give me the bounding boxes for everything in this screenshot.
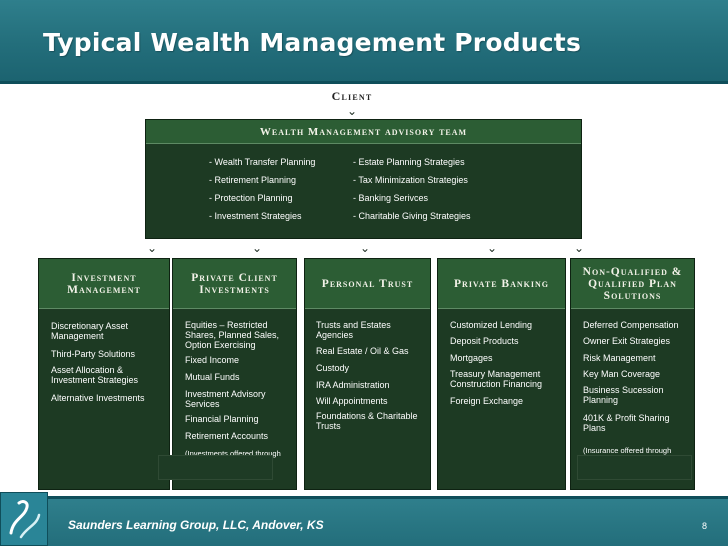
column-item: Mortgages	[450, 353, 493, 363]
note-overlay	[577, 455, 692, 480]
column-item: Foundations & Charitable Trusts	[316, 411, 418, 431]
column-item: Equities – Restricted Shares, Planned Sa…	[185, 320, 280, 350]
column-item: Financial Planning	[185, 414, 259, 424]
page-number: 8	[702, 521, 708, 531]
column-item: IRA Administration	[316, 380, 390, 390]
column-item: Third-Party Solutions	[51, 349, 136, 359]
team-item: - Tax Minimization Strategies	[353, 175, 468, 185]
column-item: Foreign Exchange	[450, 396, 524, 406]
column-item: Treasury Management Construction Financi…	[450, 369, 543, 389]
column-item: Asset Allocation & Investment Strategies	[51, 365, 139, 385]
swirl-logo-icon	[9, 500, 41, 539]
column-item: Will Appointments	[316, 396, 388, 406]
column-private-banking: Private Banking Customized Lending Depos…	[437, 258, 566, 490]
team-item: - Retirement Planning	[209, 175, 297, 185]
column-item: Customized Lending	[450, 320, 533, 330]
column-item: Key Man Coverage	[583, 369, 661, 379]
column-item: Retirement Accounts	[185, 431, 269, 441]
arrow-down-icon: ⌄	[573, 241, 585, 255]
column-item: Risk Management	[583, 353, 656, 363]
slide-header: Typical Wealth Management Products	[0, 0, 728, 84]
slide-footer: Saunders Learning Group, LLC, Andover, K…	[48, 496, 728, 546]
column-item: Mutual Funds	[185, 372, 240, 382]
column-item: Business Sucession Planning	[583, 385, 664, 405]
arrow-down-icon: ⌄	[486, 241, 498, 255]
team-item: - Banking Serivces	[353, 193, 429, 203]
arrow-down-icon: ⌄	[359, 241, 371, 255]
logo	[0, 492, 48, 546]
advisory-team-header: Wealth Management advisory team	[146, 120, 581, 144]
column-header: Private Client Investments	[173, 259, 296, 309]
column-item: Owner Exit Strategies	[583, 336, 671, 346]
column-item: Discretionary Asset Management	[51, 321, 129, 341]
client-label: Client	[331, 89, 373, 103]
column-item: Deferred Compensation	[583, 320, 679, 330]
team-item: - Wealth Transfer Planning	[209, 157, 316, 167]
column-item: Fixed Income	[185, 355, 240, 365]
footer-text: Saunders Learning Group, LLC, Andover, K…	[68, 518, 324, 532]
team-item: - Investment Strategies	[209, 211, 302, 221]
column-note: (Insurance offered through	[583, 446, 672, 455]
column-item: Deposit Products	[450, 336, 519, 346]
slide-title: Typical Wealth Management Products	[43, 28, 582, 57]
column-item: Alternative Investments	[51, 393, 145, 403]
column-item: Trusts and Estates Agencies	[316, 320, 391, 340]
column-note: (Investments offered through	[185, 449, 281, 458]
team-item: - Estate Planning Strategies	[353, 157, 465, 167]
column-plan-solutions: Non-Qualified & Qualified Plan Solutions…	[570, 258, 695, 490]
note-overlay	[158, 455, 273, 480]
arrow-down-icon: ⌄	[251, 241, 263, 255]
column-item: Investment Advisory Services	[185, 389, 266, 409]
team-item: - Charitable Giving Strategies	[353, 211, 471, 221]
team-item: - Protection Planning	[209, 193, 293, 203]
column-item: Custody	[316, 363, 350, 373]
column-personal-trust: Personal Trust Trusts and Estates Agenci…	[304, 258, 431, 490]
advisory-team-box: Wealth Management advisory team - Wealth…	[145, 119, 582, 239]
arrow-down-icon: ⌄	[346, 104, 358, 118]
column-item: 401K & Profit Sharing Plans	[583, 413, 670, 433]
column-header: Personal Trust	[305, 259, 430, 309]
column-investment-management: Investment Management Discretionary Asse…	[38, 258, 170, 490]
arrow-down-icon: ⌄	[146, 241, 158, 255]
column-item: Real Estate / Oil & Gas	[316, 346, 409, 356]
column-header: Investment Management	[39, 259, 169, 309]
column-private-client-investments: Private Client Investments Equities – Re…	[172, 258, 297, 490]
column-header: Non-Qualified & Qualified Plan Solutions	[571, 259, 694, 309]
column-header: Private Banking	[438, 259, 565, 309]
